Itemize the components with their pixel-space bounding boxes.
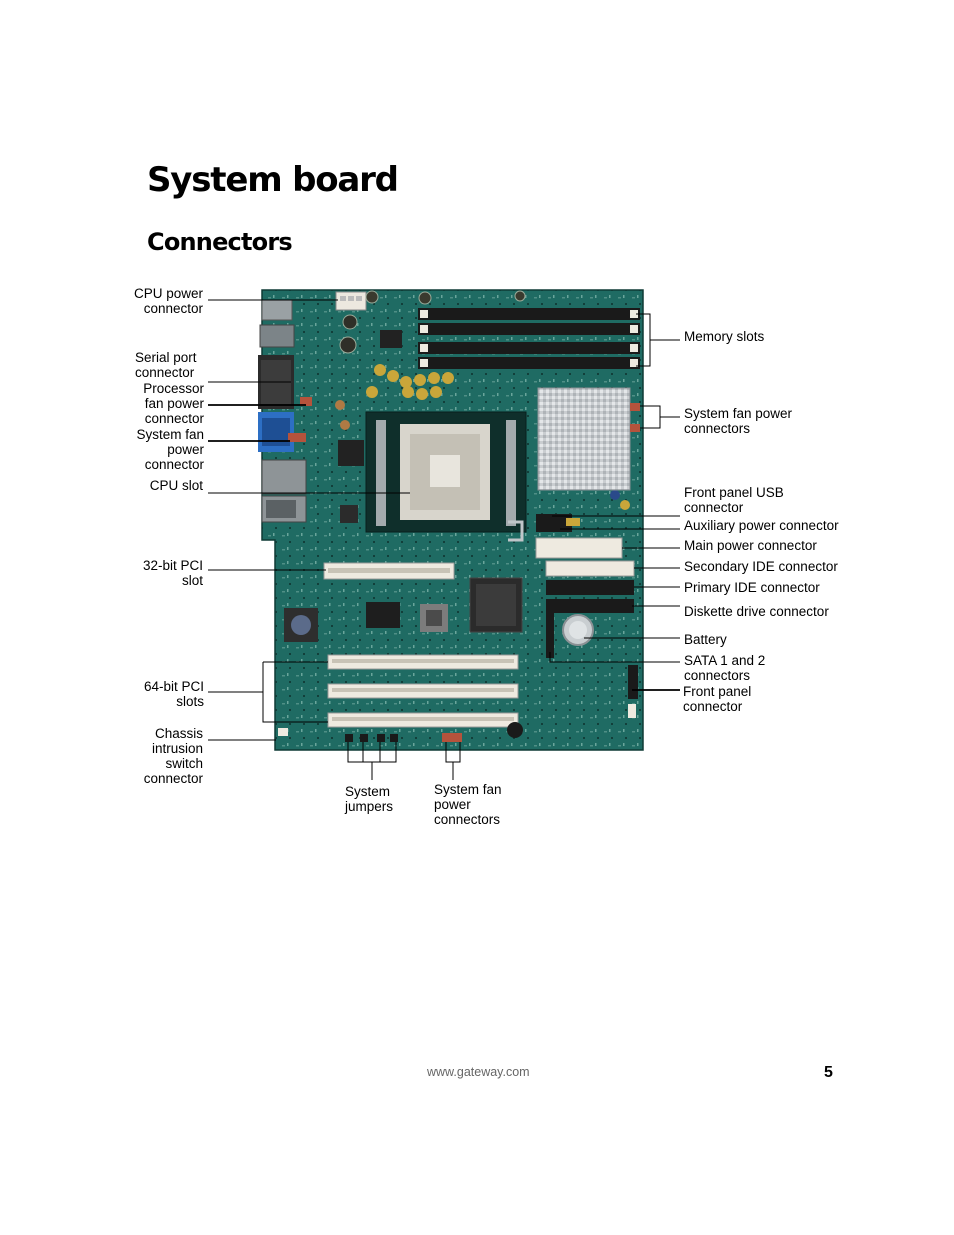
label-diskette-drive-connector: Diskette drive connector — [684, 604, 829, 619]
bottom-headers-part — [278, 722, 523, 742]
label-secondary-ide-connector: Secondary IDE connector — [684, 559, 838, 574]
heatsink-part — [537, 387, 631, 491]
label-32-bit-pci-slot: 32-bit PCI slot — [142, 558, 203, 588]
label-battery: Battery — [684, 632, 727, 647]
label-sata-connectors: SATA 1 and 2 connectors — [684, 653, 766, 683]
fan-headers-right — [630, 403, 640, 432]
label-front-panel-connector: Front panel connector — [683, 684, 752, 714]
chips — [284, 330, 523, 642]
page-title: System board — [147, 160, 399, 200]
footer-url: www.gateway.com — [427, 1065, 530, 1079]
label-system-fan-power-connectors-right: System fan power connectors — [684, 406, 793, 436]
battery-part — [562, 614, 594, 646]
label-64-bit-pci-slots: 64-bit PCI slots — [143, 679, 204, 709]
label-cpu-slot: CPU slot — [149, 478, 203, 493]
power-connectors-part — [535, 514, 623, 559]
memory-slots-part — [418, 308, 640, 369]
label-cpu-power-connector: CPU power connector — [133, 286, 203, 316]
label-primary-ide-connector: Primary IDE connector — [684, 580, 820, 595]
label-processor-fan-power-connector: Processor fan power connector — [143, 381, 204, 426]
drive-connectors-part — [545, 560, 635, 613]
cpu-power-connector-part — [335, 291, 367, 311]
fan-headers-left — [288, 397, 312, 442]
label-chassis-intrusion-switch-connector: Chassis intrusion switch connector — [143, 726, 203, 786]
label-system-fan-power-connectors-bottom: System fan power connectors — [434, 782, 502, 827]
label-front-panel-usb-connector: Front panel USB connector — [684, 485, 784, 515]
label-system-jumpers: System jumpers — [345, 784, 394, 814]
label-memory-slots: Memory slots — [684, 329, 765, 344]
label-auxiliary-power-connector: Auxiliary power connector — [684, 518, 839, 533]
label-main-power-connector: Main power connector — [684, 538, 817, 553]
cpu-socket-part — [365, 411, 527, 542]
section-title: Connectors — [147, 228, 293, 256]
label-system-fan-power-connector-left: System fan power connector — [136, 427, 204, 472]
label-serial-port-connector: Serial port connector — [135, 350, 197, 380]
sata-front-panel-part — [546, 612, 638, 718]
pci-slots-part — [323, 562, 519, 728]
capacitors — [335, 290, 630, 510]
page-number: 5 — [824, 1064, 833, 1081]
